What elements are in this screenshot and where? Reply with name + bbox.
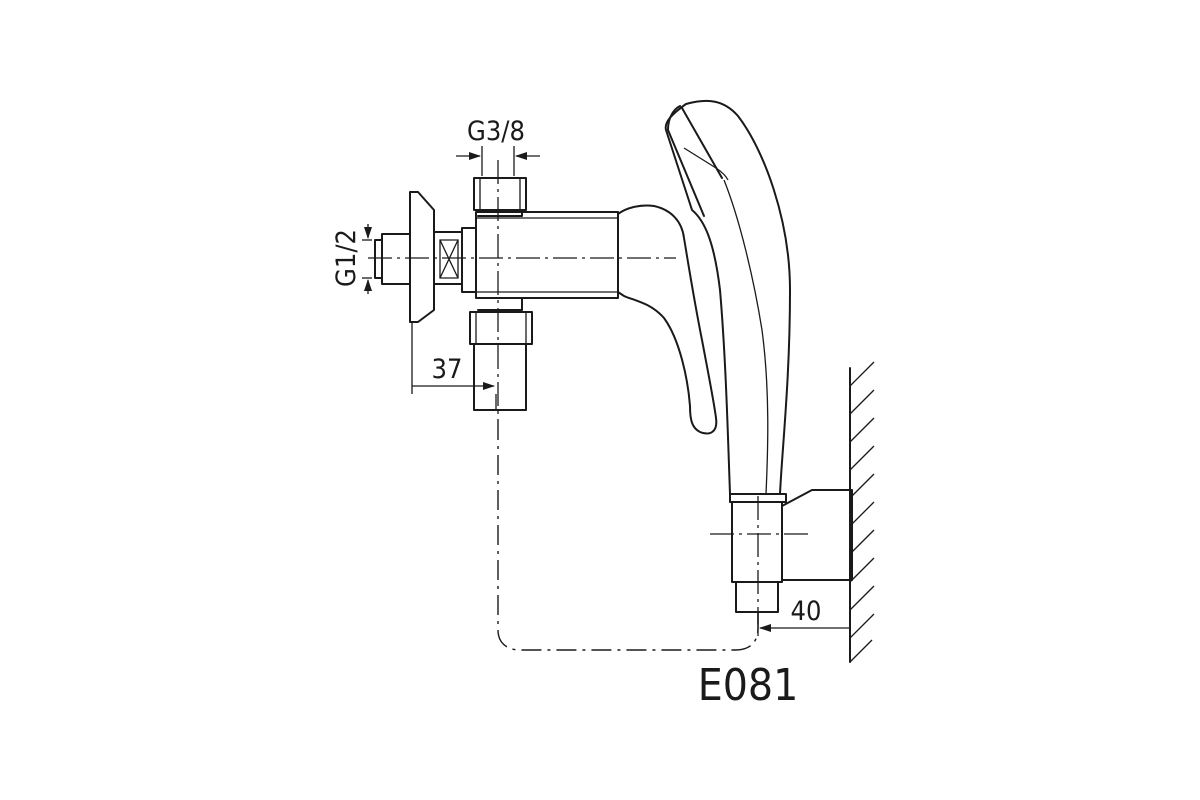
outlet-thread-label: G3/8 — [467, 116, 525, 147]
dimension-holder-projection: 40 — [757, 596, 850, 636]
holder-projection-label: 40 — [791, 596, 822, 627]
hose-path — [497, 420, 759, 651]
inlet-thread-label: G1/2 — [331, 229, 362, 287]
hand-shower — [664, 99, 791, 503]
dimension-outlet-thread: G3/8 — [456, 116, 540, 176]
dimension-wall-offset: 37 — [411, 322, 497, 410]
top-outlet — [473, 177, 527, 217]
wall-hatch — [849, 361, 875, 663]
center-lines — [368, 160, 812, 624]
model-code: E081 — [698, 660, 799, 711]
dimension-inlet-thread: G1/2 — [331, 224, 372, 294]
inlet-connector — [374, 191, 477, 323]
wall-holder — [731, 489, 853, 613]
lever-handle — [617, 204, 718, 435]
wall-offset-label: 37 — [432, 354, 463, 385]
valve-body — [475, 211, 619, 299]
bottom-connection — [469, 297, 533, 411]
